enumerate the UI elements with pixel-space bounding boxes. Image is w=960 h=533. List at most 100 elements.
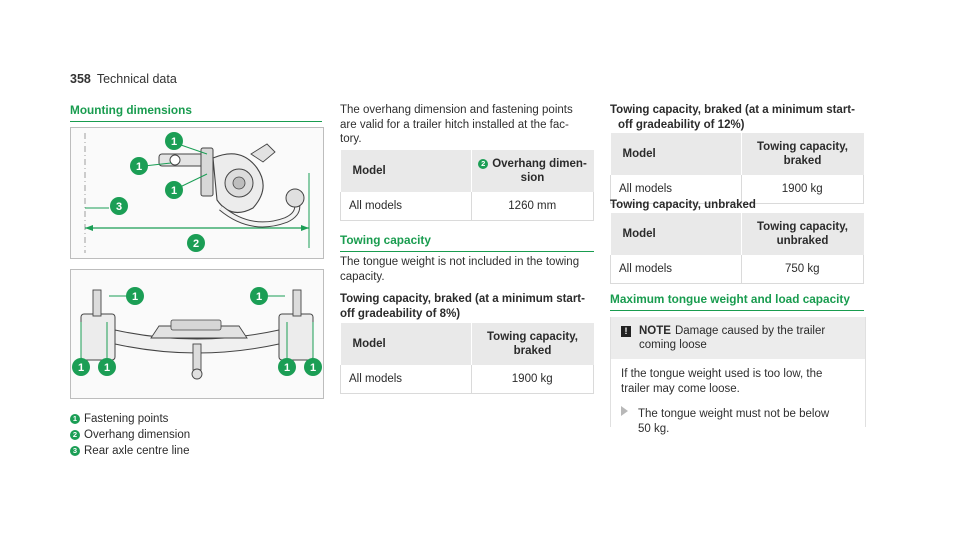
badge-fastening-low: 1 bbox=[165, 181, 183, 199]
braked-8-table: Model Towing capacity, braked All models … bbox=[340, 323, 594, 394]
table-row: All models 750 kg bbox=[610, 255, 864, 284]
overhang-badge: 2 bbox=[478, 159, 489, 169]
side-view-drawing: 1 1 1 3 2 bbox=[84, 132, 310, 253]
note-label: NOTE bbox=[639, 325, 671, 337]
braked-12-value-cell: 1900 kg bbox=[740, 175, 864, 204]
towing-intro: The tongue weight is not included in the… bbox=[340, 255, 596, 284]
overhang-intro: The overhang dimension and fastening poi… bbox=[340, 103, 596, 147]
overhang-intro-line: are valid for a trailer hitch installed … bbox=[340, 118, 569, 131]
braked-8-model-cell: All models bbox=[340, 365, 471, 394]
note-title-line2: coming loose bbox=[639, 339, 707, 351]
unbraked-col-capacity: Towing capacity, unbraked bbox=[740, 213, 864, 255]
note-step-line: 50 kg. bbox=[638, 422, 670, 435]
rear-view-figure: 1 1 1 1 1 1 bbox=[70, 269, 324, 399]
overhang-value-cell: 1260 mm bbox=[470, 192, 594, 221]
mounting-heading: Mounting dimensions bbox=[70, 103, 322, 122]
badge-fastening-bottom-right-1: 1 bbox=[278, 358, 296, 376]
svg-text:1: 1 bbox=[284, 362, 290, 374]
overhang-col-line2: sion bbox=[520, 172, 545, 184]
unbraked-table: Model Towing capacity, unbraked All model… bbox=[610, 213, 864, 284]
legend-item: 3 Rear axle centre line bbox=[70, 443, 322, 459]
legend-item: 1 Fastening points bbox=[70, 411, 322, 427]
legend-badge: 2 bbox=[70, 430, 80, 440]
braked-8-title-line: Towing capacity, braked (at a minimum st… bbox=[340, 293, 585, 305]
svg-text:1: 1 bbox=[256, 291, 262, 303]
braked-12-col-line1: Towing capacity, bbox=[757, 141, 848, 153]
note-body-line: If the tongue weight used is too low, th… bbox=[621, 368, 823, 380]
towing-intro-line: The tongue weight is not included in the… bbox=[340, 256, 580, 268]
svg-text:1: 1 bbox=[132, 291, 138, 303]
braked-12-col-line2: braked bbox=[783, 155, 822, 167]
overhang-col-model: Model bbox=[340, 150, 471, 192]
badge-fastening-bottom-left-1: 1 bbox=[72, 358, 90, 376]
svg-text:1: 1 bbox=[310, 362, 316, 374]
badge-fastening-top: 1 bbox=[165, 132, 183, 150]
overhang-model-cell: All models bbox=[340, 192, 471, 221]
svg-text:2: 2 bbox=[193, 238, 199, 250]
braked-8-col-line1: Towing capacity, bbox=[487, 331, 578, 343]
note-body: If the tongue weight used is too low, th… bbox=[611, 359, 865, 400]
towing-heading: Towing capacity bbox=[340, 233, 594, 252]
page-header: 358 Technical data bbox=[70, 72, 177, 86]
badge-fastening-top-right: 1 bbox=[250, 287, 268, 305]
braked-8-value-cell: 1900 kg bbox=[470, 365, 594, 394]
badge-fastening-top-left: 1 bbox=[126, 287, 144, 305]
svg-text:1: 1 bbox=[171, 136, 177, 148]
badge-axle-centre: 3 bbox=[110, 197, 128, 215]
legend-badge: 3 bbox=[70, 446, 80, 456]
svg-text:1: 1 bbox=[136, 161, 142, 173]
svg-text:1: 1 bbox=[104, 362, 110, 374]
braked-12-model-cell: All models bbox=[610, 175, 741, 204]
braked-8-title-line: off gradeability of 8%) bbox=[340, 307, 461, 320]
section-title: Technical data bbox=[96, 72, 177, 86]
warning-icon: ! bbox=[621, 326, 631, 337]
svg-text:3: 3 bbox=[116, 201, 122, 213]
overhang-col-line1: Overhang dimen- bbox=[492, 158, 587, 170]
unbraked-col-line2: unbraked bbox=[776, 235, 829, 247]
unbraked-model-cell: All models bbox=[610, 255, 741, 284]
braked-12-title-line: Towing capacity, braked (at a minimum st… bbox=[610, 104, 855, 116]
max-tongue-heading: Maximum tongue weight and load capacity bbox=[610, 292, 864, 311]
table-row: All models 1260 mm bbox=[340, 192, 594, 221]
note-body-line: trailer may come loose. bbox=[621, 382, 740, 395]
unbraked-col-line1: Towing capacity, bbox=[757, 221, 848, 233]
legend-text: Overhang dimension bbox=[84, 429, 191, 441]
overhang-intro-line: The overhang dimension and fastening poi… bbox=[340, 104, 573, 116]
badge-fastening-mid: 1 bbox=[130, 157, 148, 175]
braked-12-table: Model Towing capacity, braked All models … bbox=[610, 133, 864, 204]
badge-fastening-bottom-right-2: 1 bbox=[304, 358, 322, 376]
braked-8-col-line2: braked bbox=[513, 345, 552, 357]
unbraked-col-model: Model bbox=[610, 213, 741, 255]
legend-badge: 1 bbox=[70, 414, 80, 424]
braked-12-col-capacity: Towing capacity, braked bbox=[740, 133, 864, 175]
note-step: The tongue weight must not be below 50 k… bbox=[611, 400, 865, 436]
svg-text:1: 1 bbox=[78, 362, 84, 374]
table-row: All models 1900 kg bbox=[610, 175, 864, 204]
braked-8-title: Towing capacity, braked (at a minimum st… bbox=[340, 292, 596, 321]
note-step-line: The tongue weight must not be below bbox=[638, 408, 830, 420]
page-number: 358 bbox=[70, 72, 91, 86]
unbraked-title: Towing capacity, unbraked bbox=[610, 199, 756, 211]
side-view-figure: 1 1 1 3 2 bbox=[70, 127, 324, 259]
legend-text: Rear axle centre line bbox=[84, 445, 190, 457]
braked-12-col-model: Model bbox=[610, 133, 741, 175]
table-row: All models 1900 kg bbox=[340, 365, 594, 394]
unbraked-value-cell: 750 kg bbox=[740, 255, 864, 284]
legend-item: 2 Overhang dimension bbox=[70, 427, 322, 443]
braked-12-title-line: off gradeability of 12%) bbox=[618, 118, 745, 131]
step-arrow-icon bbox=[621, 406, 628, 416]
rear-view-drawing: 1 1 1 1 1 1 bbox=[72, 287, 322, 380]
badge-overhang: 2 bbox=[187, 234, 205, 252]
braked-8-col-model: Model bbox=[340, 323, 471, 365]
note-title: Damage caused by the trailer bbox=[674, 325, 826, 337]
braked-12-title: Towing capacity, braked (at a minimum st… bbox=[610, 103, 866, 132]
svg-text:1: 1 bbox=[171, 185, 177, 197]
towing-intro-line: capacity. bbox=[340, 270, 385, 283]
legend-text: Fastening points bbox=[84, 413, 169, 425]
badge-fastening-bottom-left-2: 1 bbox=[98, 358, 116, 376]
